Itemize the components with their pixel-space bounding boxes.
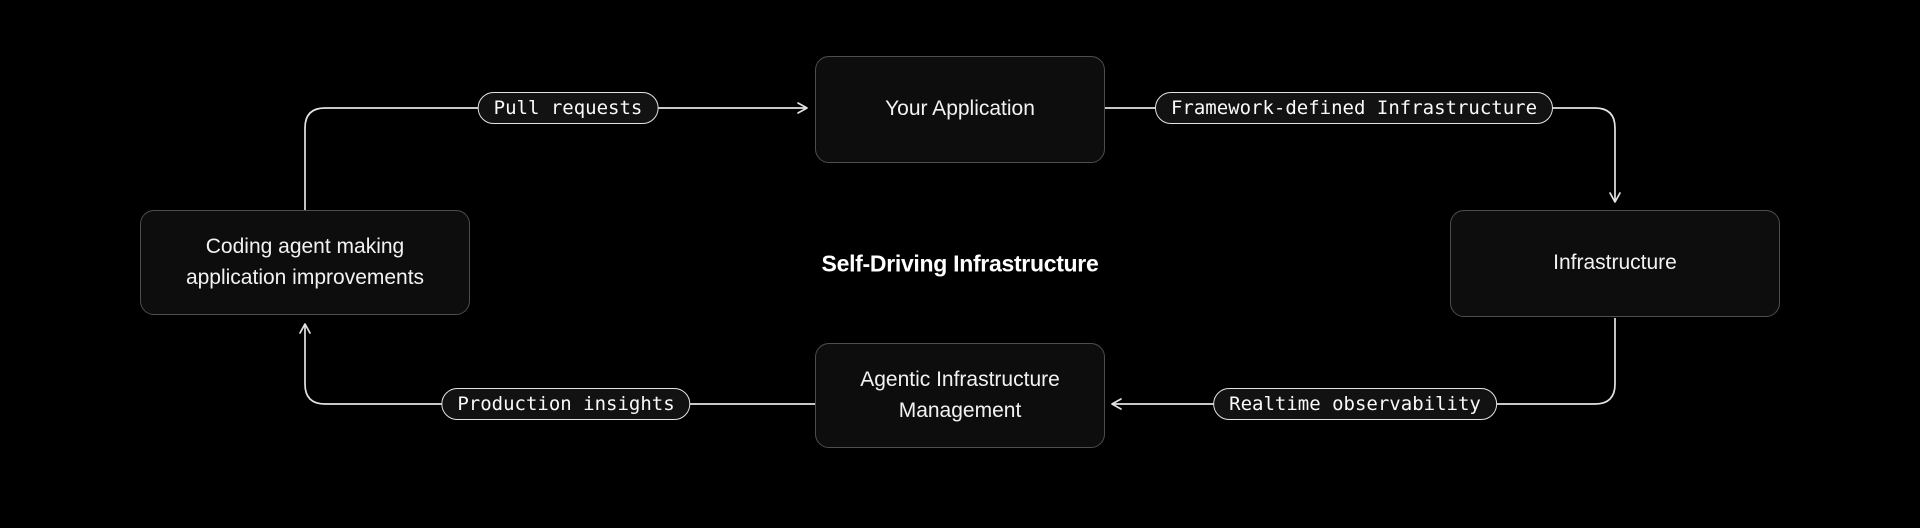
- node-your-application-label: Your Application: [885, 97, 1035, 121]
- node-coding-agent-label: Coding agent making application improvem…: [185, 235, 425, 289]
- edge-label-pull-requests: Pull requests: [477, 92, 659, 124]
- edge-production-insights-arrow: [299, 323, 815, 405]
- edge-label-realtime-observability: Realtime observability: [1213, 388, 1497, 420]
- edge-realtime-observability-arrow: [1111, 318, 1616, 410]
- edge-label-framework-defined-infrastructure: Framework-defined Infrastructure: [1154, 92, 1554, 124]
- node-agentic-infrastructure-management-label: Agentic Infrastructure Management: [860, 368, 1060, 422]
- node-infrastructure: Infrastructure: [1450, 210, 1780, 317]
- edge-pull-requests-arrow: [304, 102, 808, 210]
- node-infrastructure-label: Infrastructure: [1553, 251, 1677, 275]
- edge-label-production-insights: Production insights: [441, 388, 691, 420]
- node-your-application: Your Application: [815, 56, 1105, 163]
- diagram-title: Self-Driving Infrastructure: [821, 250, 1099, 277]
- node-agentic-infrastructure-management: Agentic Infrastructure Management: [815, 343, 1105, 448]
- edge-framework-defined-infrastructure-arrow: [1105, 107, 1621, 203]
- node-coding-agent: Coding agent making application improvem…: [140, 210, 470, 315]
